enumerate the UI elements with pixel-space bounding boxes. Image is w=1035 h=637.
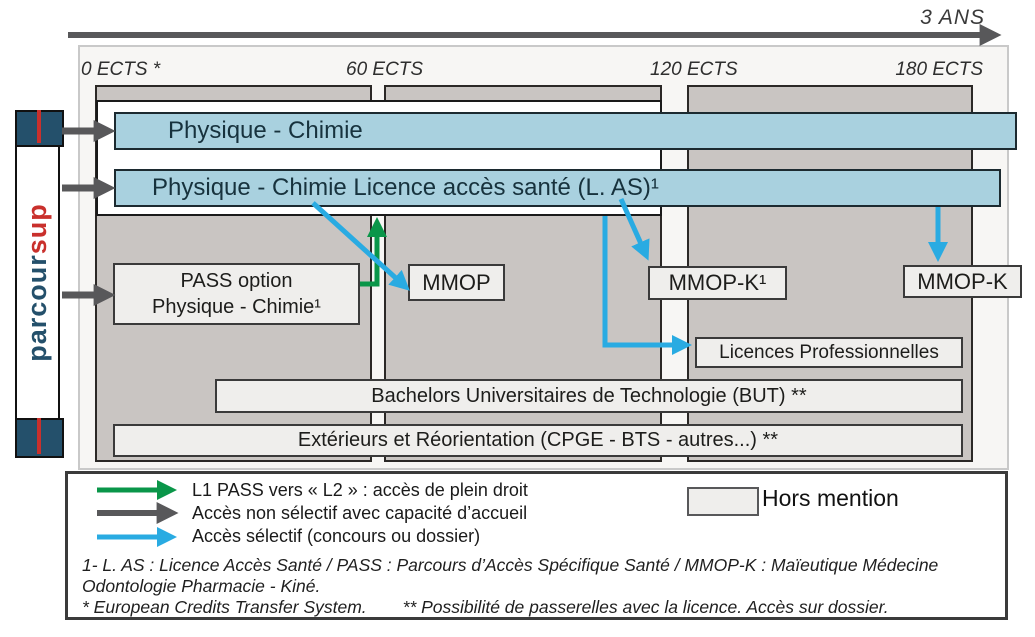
ects-tick-60: 60 ECTS bbox=[346, 59, 424, 80]
mmop-k-box: MMOP-K bbox=[903, 265, 1022, 298]
logo-wordmark-area: parcoursup bbox=[17, 145, 58, 420]
pass-option-line2: Physique - Chimie¹ bbox=[152, 296, 321, 318]
timeline-duration-label: 3 ANS bbox=[920, 6, 985, 29]
licence-bar: Physique - Chimie bbox=[114, 112, 1017, 150]
licence-as-bar: Physique - Chimie Licence accès santé (L… bbox=[114, 169, 1001, 207]
legend-box: L1 PASS vers « L2 » : accès de plein dro… bbox=[65, 471, 1008, 620]
logo-red-line bbox=[37, 418, 41, 454]
legend-label-blue: Accès sélectif (concours ou dossier) bbox=[192, 526, 481, 546]
footnote-line-3: * European Credits Transfer System. ** Po… bbox=[82, 597, 889, 618]
legend-label-gray: Accès non sélectif avec capacité d’accue… bbox=[192, 503, 528, 523]
footnote-ects: * European Credits Transfer System. bbox=[82, 597, 367, 617]
exterieurs-reorientation-box: Extérieurs et Réorientation (CPGE - BTS … bbox=[113, 424, 963, 457]
pass-option-box: PASS option Physique - Chimie¹ bbox=[113, 263, 360, 325]
logo-bottom-block bbox=[15, 418, 64, 458]
legend-label-green: L1 PASS vers « L2 » : accès de plein dro… bbox=[192, 480, 528, 500]
mmop-k1-box: MMOP-K¹ bbox=[648, 266, 787, 300]
footnote-line-2: Odontologie Pharmacie - Kiné. bbox=[82, 576, 321, 596]
logo-top-block bbox=[15, 110, 64, 147]
licence-as-bar-label: Physique - Chimie Licence accès santé (L… bbox=[152, 174, 659, 201]
footnote-line-1: 1- L. AS : Licence Accès Santé / PASS : … bbox=[82, 555, 939, 575]
ects-tick-120: 120 ECTS bbox=[650, 59, 738, 80]
logo-text-sup: sup bbox=[22, 203, 52, 255]
hors-mention-label: Hors mention bbox=[762, 485, 899, 511]
logo-text-parcour: parcour bbox=[22, 254, 52, 362]
but-box: Bachelors Universitaires de Technologie … bbox=[215, 379, 963, 413]
mmop-box: MMOP bbox=[408, 264, 505, 301]
parcoursup-logo: parcoursup bbox=[15, 110, 64, 458]
ects-tick-180: 180 ECTS bbox=[895, 59, 983, 80]
pass-option-line1: PASS option bbox=[180, 270, 293, 292]
licences-professionnelles-box: Licences Professionnelles bbox=[695, 337, 963, 368]
logo-wordmark: parcoursup bbox=[15, 145, 60, 420]
ects-tick-0: 0 ECTS * bbox=[81, 59, 161, 80]
licence-bar-label: Physique - Chimie bbox=[168, 117, 363, 144]
logo-red-line bbox=[37, 110, 41, 143]
hors-mention-swatch bbox=[687, 487, 759, 516]
footnote-passerelles: ** Possibilité de passerelles avec la li… bbox=[402, 597, 889, 617]
